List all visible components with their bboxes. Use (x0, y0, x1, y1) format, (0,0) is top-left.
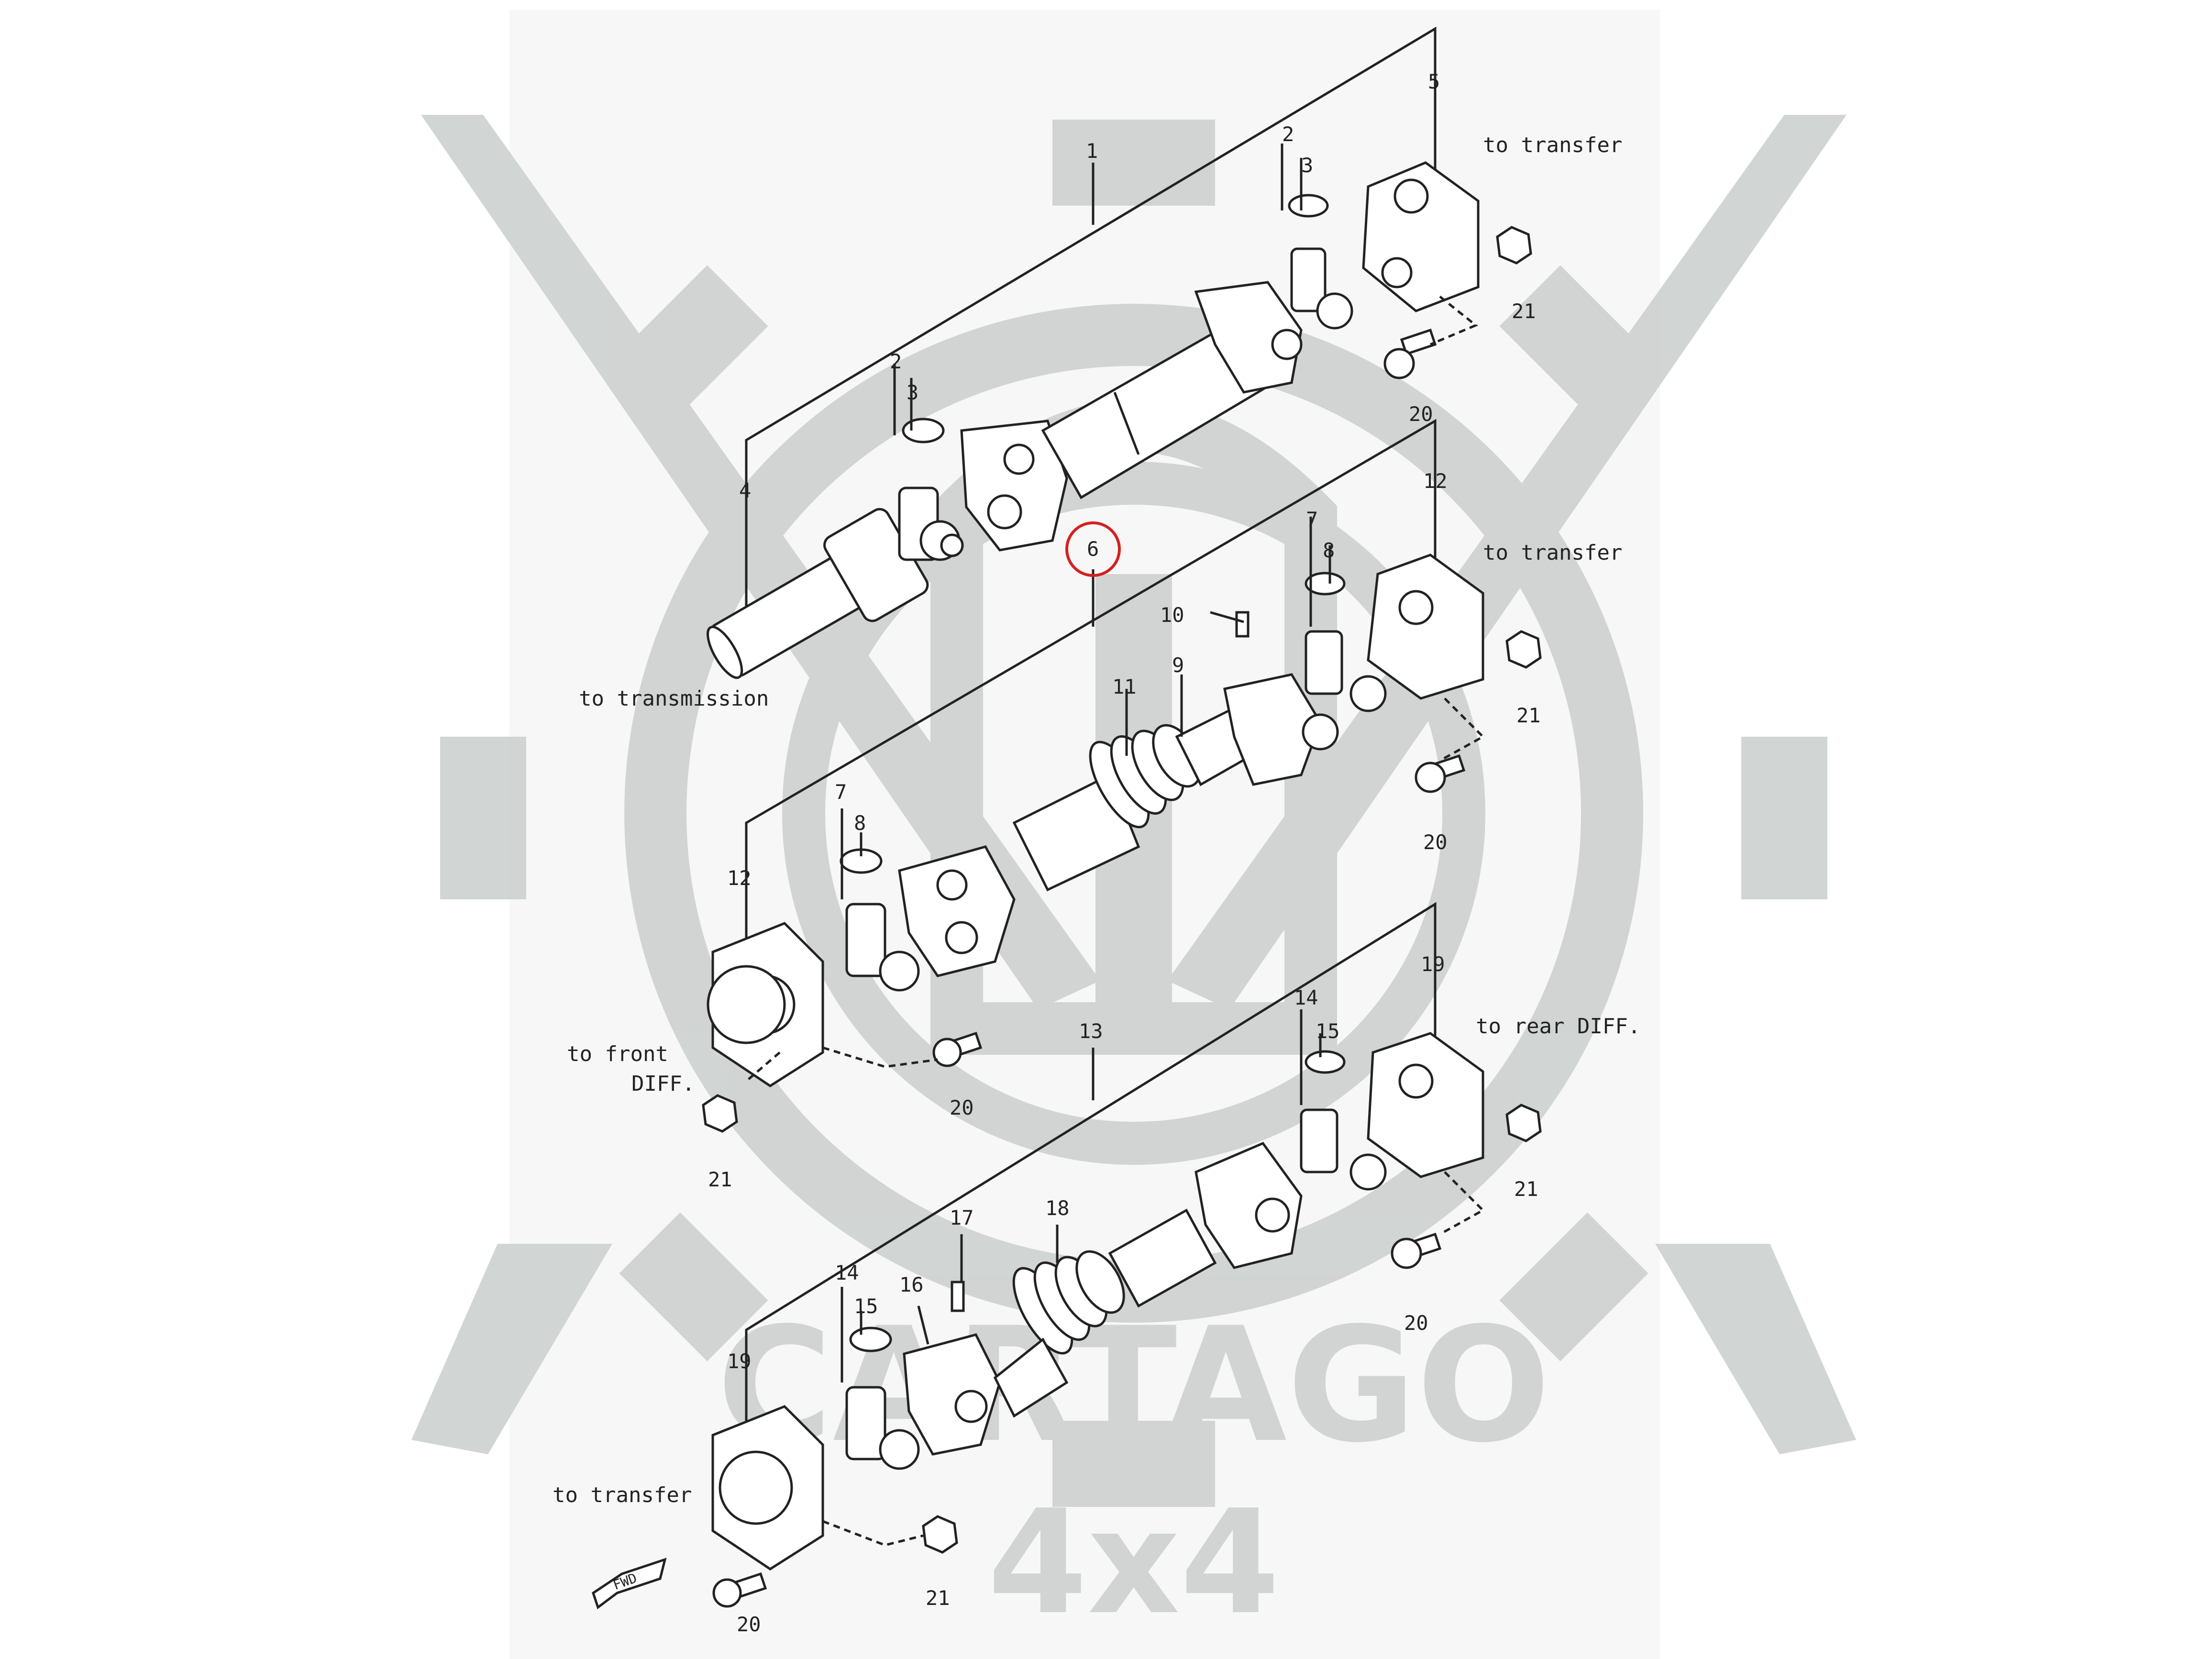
rear-yoke-1 (1194, 281, 1303, 394)
flange-nut-4 (1505, 1104, 1542, 1142)
flange-yoke-3 (1367, 1032, 1484, 1178)
callout-4: 4 (739, 479, 751, 502)
callout-2b: 2 (890, 350, 902, 373)
callout-21a: 21 (1512, 299, 1536, 323)
callout-8b: 8 (854, 811, 866, 835)
gear-inner-ring (782, 462, 1485, 1165)
sword-left-hilt (411, 1244, 612, 1454)
flange-yoke-2 (1367, 553, 1484, 700)
callout-14a: 14 (1294, 986, 1318, 1009)
shaft-assembly-3 (592, 902, 1542, 1610)
shaft-assembly-2 (702, 419, 1542, 1133)
callout-16: 16 (899, 1273, 924, 1296)
universal-joint-2a (845, 903, 886, 977)
callout-6: 6 (1087, 537, 1099, 561)
callout-19a: 19 (1421, 952, 1445, 976)
caption-front-diff: DIFF. (631, 1072, 695, 1096)
callout-11: 11 (1112, 675, 1137, 698)
callout-12b: 12 (727, 866, 752, 890)
grease-fitting-1 (1235, 611, 1250, 638)
grease-fitting-2 (951, 1281, 965, 1312)
callout-14b: 14 (835, 1261, 859, 1284)
snap-ring-3b (1305, 1050, 1346, 1074)
universal-joint-2b (1305, 630, 1343, 695)
dust-boot-2 (1012, 1250, 1125, 1355)
rear-yoke-2 (1223, 673, 1322, 786)
callout-3a: 3 (1301, 154, 1313, 177)
caption-fwd: FWD (611, 1570, 639, 1593)
callout-frame-2 (745, 419, 1437, 1048)
flange-nut-5 (922, 1515, 958, 1554)
callout-21c: 21 (708, 1168, 732, 1191)
callout-21d: 21 (1514, 1177, 1538, 1201)
callout-21e: 21 (926, 1586, 950, 1610)
snap-ring-2b (1305, 572, 1346, 596)
callout-20a: 20 (1409, 402, 1433, 426)
callout-7a: 7 (1306, 508, 1318, 531)
callout-13: 13 (1079, 1019, 1103, 1043)
snap-ring-rear (1288, 194, 1329, 218)
snap-ring-front (902, 418, 945, 443)
caption-to-rear-diff: to rear DIFF. (1476, 1014, 1640, 1039)
callout-15b: 15 (854, 1294, 878, 1318)
callout-9: 9 (1172, 653, 1184, 677)
yoke-3a (903, 1333, 1001, 1456)
shaft-tube-2 (1012, 773, 1140, 892)
universal-joint-front (898, 418, 964, 561)
caption-to-transfer-3: to transfer (553, 1483, 692, 1507)
callout-2a: 2 (1282, 122, 1294, 146)
callout-numbers: 1 2 3 2 3 4 5 6 7 8 9 10 11 12 7 8 12 13… (708, 70, 1541, 1636)
shaft-assembly-1 (707, 26, 1532, 679)
callout-20c: 20 (950, 1096, 974, 1119)
flange-nut-3 (702, 1094, 738, 1133)
rear-yoke-3 (1194, 1141, 1303, 1269)
flange-nut-2 (1505, 630, 1542, 669)
callout-3b: 3 (907, 381, 918, 404)
shaft-tube-3 (1108, 1208, 1217, 1308)
universal-joint-rear (1290, 247, 1327, 312)
universal-joint-3a (845, 1386, 886, 1460)
callout-18: 18 (1045, 1196, 1070, 1220)
callout-5: 5 (1428, 70, 1440, 93)
callout-1: 1 (1086, 139, 1098, 163)
callout-7b: 7 (835, 780, 847, 804)
callout-19b: 19 (727, 1349, 752, 1373)
callout-17: 17 (950, 1206, 974, 1229)
caption-to-front: to front (567, 1042, 668, 1066)
snap-ring-3a (849, 1327, 892, 1352)
caption-to-transfer-1: to transfer (1483, 133, 1622, 157)
callout-20b: 20 (1423, 830, 1448, 854)
slip-yoke (960, 420, 1068, 552)
callout-8a: 8 (1323, 539, 1335, 562)
universal-joint-3b (1300, 1108, 1338, 1173)
slip-yoke-2 (898, 845, 1016, 977)
caption-to-transmission: to transmission (579, 686, 769, 711)
watermark-logo: CARTAGO 4x4 (411, 115, 1856, 1646)
callout-10: 10 (1160, 603, 1184, 627)
caption-to-transfer-2: to transfer (1483, 541, 1622, 565)
callout-frame-1 (745, 26, 1437, 660)
callout-20e: 20 (737, 1613, 761, 1636)
watermark-sub: 4x4 (988, 1479, 1280, 1646)
callout-21b: 21 (1516, 704, 1541, 727)
flange-nut-1 (1496, 226, 1532, 265)
gear-teeth (440, 120, 1827, 1507)
callout-20d: 20 (1404, 1311, 1428, 1335)
highlight-circle-6 (1065, 521, 1121, 577)
sword-right-hilt (1655, 1244, 1856, 1454)
fwd-arrow (592, 1558, 667, 1610)
callout-15a: 15 (1316, 1019, 1340, 1043)
callout-12a: 12 (1423, 469, 1448, 493)
